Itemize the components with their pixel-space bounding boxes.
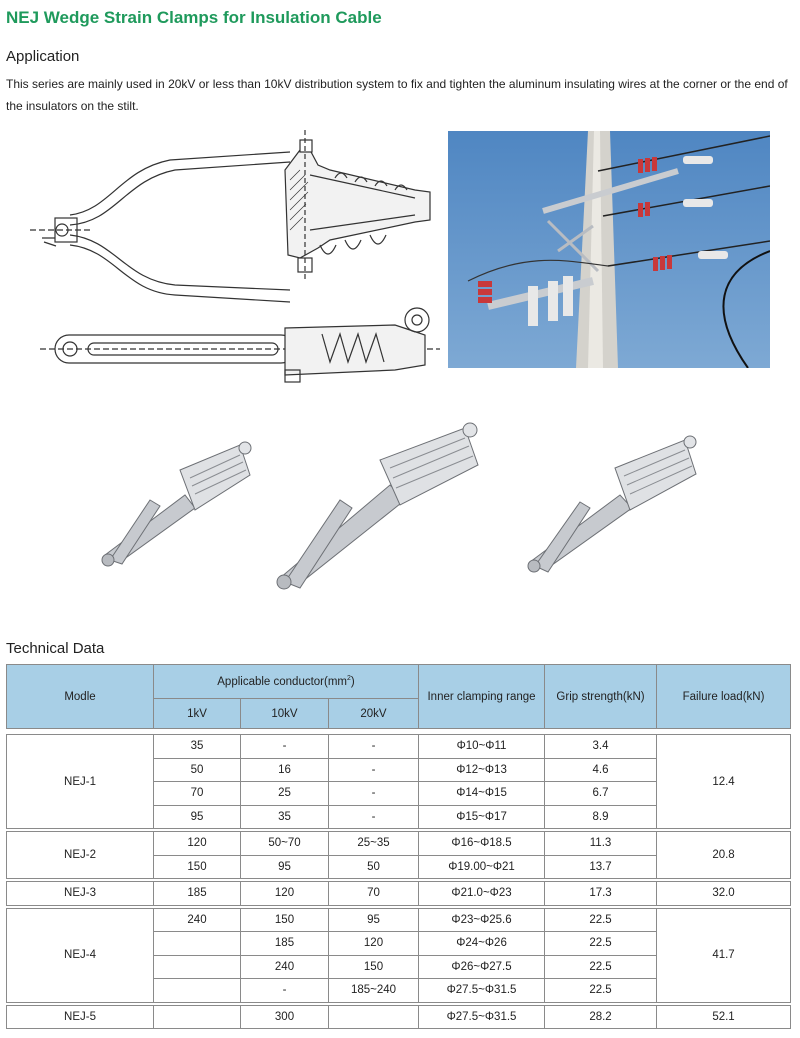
cell-20kv: 150 (327, 954, 420, 979)
failure-load-cell: 20.8 (656, 831, 792, 879)
cell-20kv: 50 (327, 854, 420, 879)
model-cell: NEJ-2 (6, 831, 154, 879)
cell-10kv: 16 (240, 757, 329, 782)
model-cell: NEJ-3 (6, 881, 154, 906)
cell-10kv: 150 (240, 907, 329, 932)
clamp-large (276, 422, 479, 590)
header-1kv: 1kV (153, 698, 241, 729)
clamp-small (101, 441, 252, 567)
installation-photo (448, 131, 770, 368)
cell-grip-strength: 11.3 (544, 831, 658, 856)
cell-grip-strength: 3.4 (544, 734, 658, 759)
cell-20kv: - (327, 781, 420, 806)
header-failure-load: Failure load(kN) (656, 664, 792, 729)
cell-1kv: 185 (153, 881, 241, 906)
cell-inner-clamping: Φ26~Φ27.5 (418, 954, 546, 979)
failure-load-cell: 41.7 (656, 907, 792, 1003)
cell-20kv: 25~35 (327, 831, 420, 856)
cell-1kv (153, 978, 241, 1003)
cell-inner-clamping: Φ16~Φ18.5 (418, 831, 546, 856)
cell-10kv: 95 (240, 854, 329, 879)
cell-20kv: 95 (327, 907, 420, 932)
cell-1kv (153, 954, 241, 979)
model-cell: NEJ-5 (6, 1004, 154, 1029)
cell-20kv: 120 (327, 931, 420, 956)
cell-10kv: - (240, 734, 329, 759)
cell-1kv: 120 (153, 831, 241, 856)
cell-grip-strength: 22.5 (544, 978, 658, 1003)
header-inner-clamping: Inner clamping range (418, 664, 546, 729)
cell-20kv: - (327, 734, 420, 759)
cell-1kv: 70 (153, 781, 241, 806)
cell-1kv: 240 (153, 907, 241, 932)
cell-inner-clamping: Φ10~Φ11 (418, 734, 546, 759)
clamp-medium (527, 435, 697, 573)
page-title: NEJ Wedge Strain Clamps for Insulation C… (6, 8, 382, 27)
cell-20kv: - (327, 757, 420, 782)
cell-10kv: 185 (240, 931, 329, 956)
cell-inner-clamping: Φ14~Φ15 (418, 781, 546, 806)
cell-20kv: 185~240 (327, 978, 420, 1003)
cell-20kv: 70 (327, 881, 420, 906)
cell-inner-clamping: Φ21.0~Φ23 (418, 881, 546, 906)
header-10kv: 10kV (240, 698, 329, 729)
cell-inner-clamping: Φ27.5~Φ31.5 (418, 978, 546, 1003)
cell-1kv (153, 931, 241, 956)
cell-inner-clamping: Φ24~Φ26 (418, 931, 546, 956)
cell-1kv: 95 (153, 804, 241, 829)
cell-1kv (153, 1004, 241, 1029)
cell-grip-strength: 22.5 (544, 907, 658, 932)
failure-load-cell: 32.0 (656, 881, 792, 906)
technical-data-table: Modle Applicable conductor(mm2) Inner cl… (6, 664, 792, 1029)
cell-10kv: 120 (240, 881, 329, 906)
failure-load-cell: 12.4 (656, 734, 792, 829)
cell-grip-strength: 6.7 (544, 781, 658, 806)
model-cell: NEJ-4 (6, 907, 154, 1003)
cell-inner-clamping: Φ12~Φ13 (418, 757, 546, 782)
application-heading: Application (6, 48, 80, 65)
cell-grip-strength: 8.9 (544, 804, 658, 829)
cell-10kv: 240 (240, 954, 329, 979)
cell-20kv (327, 1004, 420, 1029)
cell-10kv: 25 (240, 781, 329, 806)
application-description: This series are mainly used in 20kV or l… (6, 77, 788, 113)
cell-grip-strength: 4.6 (544, 757, 658, 782)
cell-grip-strength: 13.7 (544, 854, 658, 879)
header-conductor: Applicable conductor(mm2) (152, 664, 420, 699)
cell-inner-clamping: Φ19.00~Φ21 (418, 854, 546, 879)
cell-10kv: 35 (240, 804, 329, 829)
technical-data-heading: Technical Data (6, 640, 105, 657)
model-cell: NEJ-1 (6, 734, 154, 829)
failure-load-cell: 52.1 (656, 1004, 792, 1029)
product-images (101, 422, 697, 590)
cell-grip-strength: 22.5 (544, 931, 658, 956)
cell-10kv: - (240, 978, 329, 1003)
header-grip-strength: Grip strength(kN) (544, 664, 658, 729)
cell-grip-strength: 22.5 (544, 954, 658, 979)
cell-10kv: 50~70 (240, 831, 329, 856)
cell-grip-strength: 17.3 (544, 881, 658, 906)
header-20kv: 20kV (327, 698, 420, 729)
cell-1kv: 50 (153, 757, 241, 782)
cell-inner-clamping: Φ27.5~Φ31.5 (418, 1004, 546, 1029)
technical-drawing (30, 130, 440, 383)
cell-inner-clamping: Φ15~Φ17 (418, 804, 546, 829)
cell-1kv: 35 (153, 734, 241, 759)
cell-grip-strength: 28.2 (544, 1004, 658, 1029)
cell-1kv: 150 (153, 854, 241, 879)
cell-inner-clamping: Φ23~Φ25.6 (418, 907, 546, 932)
cell-10kv: 300 (240, 1004, 329, 1029)
cell-20kv: - (327, 804, 420, 829)
header-model: Modle (6, 664, 154, 729)
